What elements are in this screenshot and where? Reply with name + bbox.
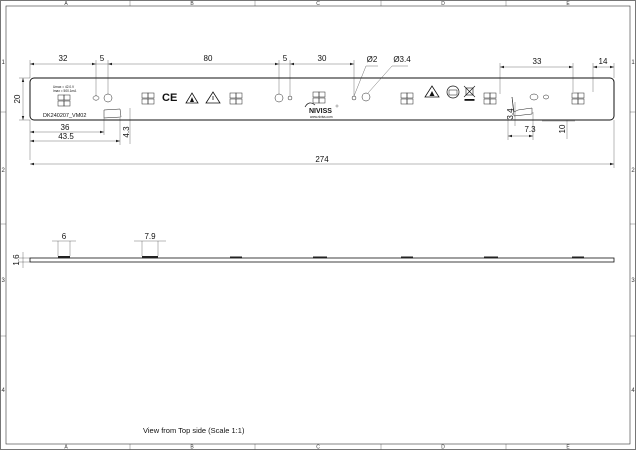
brand-name: NIVISS [309, 108, 332, 115]
dim-7-3: 7.3 [524, 125, 536, 134]
hole-big-center [274, 93, 284, 103]
dim-6: 6 [62, 232, 67, 241]
zone-col-c: C [316, 1, 320, 7]
zone-labels-top: A B C D E [64, 1, 570, 7]
brand-swirl-icon [304, 102, 316, 108]
led-packages [57, 91, 585, 107]
dim-32: 32 [59, 54, 68, 63]
hole-small-left [92, 95, 100, 101]
pcb-outline-top [29, 77, 615, 121]
led-1 [57, 94, 71, 107]
connector-left [103, 108, 122, 119]
dim-dia-2: Ø2 [367, 55, 378, 64]
dim-33: 33 [533, 57, 542, 66]
dimension-labels: 32 5 80 5 30 Ø2 Ø3.4 33 14 20 36 43.5 4.… [13, 54, 608, 164]
dim-1-6: 1.6 [12, 254, 21, 266]
zone-labels-right: 1 2 3 4 [631, 60, 635, 394]
zone-row-1: 1 [2, 60, 6, 66]
led-3 [229, 92, 243, 105]
led-6 [483, 92, 497, 105]
dim-80: 80 [204, 54, 213, 63]
zone-col-b: B [190, 1, 194, 7]
dim-dia-3-4: Ø3.4 [393, 55, 411, 64]
brand-website: www.niviss.com [310, 115, 333, 119]
led-4 [312, 91, 326, 104]
zone-col-c-bottom: C [316, 445, 320, 450]
connector-right [511, 96, 533, 117]
spec-voltage: Umax = 42.0.V [53, 85, 75, 89]
side-dimension-labels: 6 7.9 1.6 [12, 232, 156, 266]
dim-43-5: 43.5 [58, 132, 74, 141]
led-warning-icon [185, 92, 199, 104]
hole-small-center [287, 95, 293, 101]
side-components [58, 256, 584, 259]
hole-small-dia2 [351, 95, 357, 101]
dim-5-center: 5 [283, 54, 288, 63]
led-7 [571, 92, 585, 105]
zone-labels-left: 1 2 3 4 [2, 60, 6, 394]
hole-small-right [542, 94, 550, 100]
dim-3-4: 3.4 [506, 108, 515, 120]
part-code: DK240207_VM02 [43, 113, 86, 119]
zone-col-e: E [566, 1, 570, 7]
hole-big-right [529, 93, 539, 101]
zone-col-a: A [64, 1, 68, 7]
hole-big-left [103, 93, 113, 103]
inner-border [5, 5, 631, 445]
cert-marks: CE [162, 85, 476, 104]
ce-mark: CE [162, 92, 177, 104]
registered-mark-icon [335, 104, 339, 108]
dim-274: 274 [315, 155, 329, 164]
class-symbol-icon [446, 85, 460, 99]
zone-row-2: 2 [2, 168, 6, 174]
dim-7-9: 7.9 [144, 232, 156, 241]
dim-4-3: 4.3 [122, 126, 131, 138]
led-warning-icon-right [424, 85, 440, 98]
zone-row-3-right: 3 [631, 278, 635, 284]
zone-row-2-right: 2 [631, 168, 635, 174]
pcb-side-outline [29, 257, 615, 263]
dim-5-left: 5 [100, 54, 105, 63]
zone-col-d-bottom: D [441, 445, 445, 450]
side-dimension-lines [19, 240, 166, 268]
weee-bin-icon [463, 85, 476, 101]
led-2 [141, 92, 155, 105]
zone-row-1-right: 1 [631, 60, 635, 66]
mounting-holes [92, 92, 550, 103]
arrowheads [21, 62, 614, 166]
zone-row-4: 4 [2, 388, 6, 394]
hazard-warning-icon [205, 91, 221, 104]
dimension-lines [19, 60, 615, 168]
zone-row-4-right: 4 [631, 388, 635, 394]
brand-logo: NIVISS www.niviss.com [304, 102, 339, 119]
dim-36: 36 [61, 123, 70, 132]
connectors [103, 96, 533, 119]
zone-row-3: 3 [2, 278, 6, 284]
zone-col-e-bottom: E [566, 445, 570, 450]
zone-col-a-bottom: A [64, 445, 68, 450]
dim-30: 30 [318, 54, 327, 63]
dim-10: 10 [558, 124, 567, 133]
pcb-side-view [29, 256, 615, 263]
dim-14: 14 [599, 57, 608, 66]
spec-current: Imax = 500.1mA [53, 89, 77, 93]
dim-20: 20 [13, 94, 22, 103]
zone-col-d: D [441, 1, 445, 7]
zone-col-b-bottom: B [190, 445, 194, 450]
hole-big-dia34 [361, 92, 371, 102]
view-caption: View from Top side (Scale 1:1) [143, 426, 245, 435]
led-5 [400, 92, 414, 105]
zone-labels-bottom: A B C D E [64, 445, 570, 450]
